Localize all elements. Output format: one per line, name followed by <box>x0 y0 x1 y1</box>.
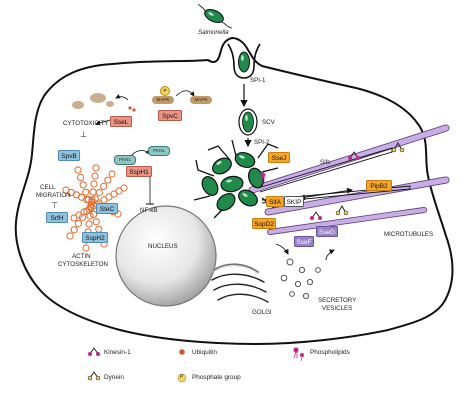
host-pkn1-b: PKN1 <box>148 146 170 156</box>
host-mapk-left: MAPK <box>152 96 174 104</box>
kinesin-motor-1 <box>348 151 360 160</box>
phospholipid-marker <box>260 172 266 184</box>
label-actin-1: ACTIN <box>72 253 91 260</box>
label-secretory: SECRETORY <box>318 297 357 304</box>
actin-bead <box>83 207 91 215</box>
effector-ssph1: SspH1 <box>126 166 152 177</box>
actin-bead <box>70 226 78 234</box>
legend-phosphate-symbol: P <box>180 374 184 380</box>
golgi-apparatus <box>211 263 269 303</box>
legend-kinesin-label: Kinesin-1 <box>104 349 131 356</box>
phosphate-on-mapk: P <box>160 86 170 96</box>
dynein-motor-2 <box>335 205 349 216</box>
legend-phospholipids-label: Phospholipids <box>310 349 350 356</box>
vesicle-trafficking-arrows <box>275 243 335 261</box>
actin-bead <box>90 180 98 188</box>
actin-bead <box>92 164 100 172</box>
label-salmonella: Salmonella <box>198 29 229 36</box>
label-nfkb: NF-κB <box>140 207 158 214</box>
effector-ssel: SseL <box>110 116 132 127</box>
actin-bead <box>90 210 98 218</box>
legend-kinesin-icon <box>88 347 100 356</box>
legend-ubiquitin-icon <box>179 349 185 355</box>
actin-bead <box>79 181 87 189</box>
effector-spvb: SpvB <box>58 150 80 161</box>
effector-stec: SteC <box>96 203 118 214</box>
scv-bacteria-cluster <box>201 151 265 211</box>
effector-pipb2: PipB2 <box>366 180 392 191</box>
symbol-inhibit-cytotoxicity: ⊥ <box>80 130 87 139</box>
effector-sifa: SifA <box>266 196 284 207</box>
label-nucleus: NUCLEUS <box>148 243 178 250</box>
dynein-motor-1 <box>391 142 405 153</box>
legend-dynein-icon <box>87 371 101 381</box>
arrow-ssel-to-cytotoxicity <box>95 119 111 126</box>
arrow-bidirectional-sifs <box>299 187 353 201</box>
salmonella-bacterium-outside <box>197 3 233 29</box>
effector-ssef: SseF <box>294 236 314 247</box>
legend-phospholipid-icon <box>293 347 304 362</box>
actin-bead <box>120 184 128 192</box>
scv-bacterium <box>238 108 258 136</box>
label-vesicles: VESICLES <box>322 305 353 312</box>
label-spi2: SPI-2 <box>254 139 270 146</box>
label-spi1: SPI-1 <box>250 77 266 84</box>
actin-bead <box>92 218 100 226</box>
kinesin-motor-2 <box>310 211 322 220</box>
effector-spvc: SpvC <box>158 110 182 121</box>
symbol-inhibit-cell-migration: ⊤ <box>51 201 58 210</box>
label-golgi: GOLGI <box>252 309 272 316</box>
ubiquitin-marks <box>128 106 136 112</box>
host-skip: SKIP <box>284 196 304 207</box>
label-sifs: Sifs <box>320 159 331 166</box>
actin-bead <box>91 172 99 180</box>
secretory-vesicles <box>280 258 321 300</box>
effector-ssej: SseJ <box>268 152 290 163</box>
actin-bead <box>74 166 82 174</box>
actin-bead <box>108 170 116 178</box>
actin-bead <box>86 212 94 220</box>
label-microtubules: MICROTUBULES <box>384 231 434 238</box>
actin-bead <box>95 189 104 197</box>
effector-sseg: SseG <box>316 226 338 237</box>
actin-bead <box>82 244 90 252</box>
label-cell-migration-1: CELL <box>40 184 56 191</box>
actin-bead <box>82 188 90 196</box>
actin-bead <box>74 220 83 228</box>
label-actin-2: CYTOSKELETON <box>58 261 108 268</box>
actin-bead <box>85 220 93 228</box>
invasion-pocket <box>227 43 261 79</box>
actin-bead <box>77 173 85 181</box>
legend-ubiquitin-label: Ubiquitin <box>192 349 217 356</box>
effector-sopd2: SopD2 <box>252 218 276 229</box>
host-pkn1-a: PKN1 <box>114 155 136 165</box>
actin-bead <box>104 176 112 184</box>
legend-phosphate-label: Phosphate group <box>192 374 241 381</box>
actin-bead <box>114 210 122 218</box>
effector-ssph2: SspH2 <box>82 232 108 243</box>
actin-bead <box>100 182 108 190</box>
effector-srfh: SrfH <box>46 212 68 223</box>
actin-bead <box>79 213 87 221</box>
host-mapk-right: MAPK <box>190 96 212 104</box>
nucleus <box>115 205 217 307</box>
arrow-mapk-phosphorylation <box>175 90 195 97</box>
label-cell-migration-2: MIGRATION <box>36 192 71 199</box>
arrow-ssel-to-debris <box>115 94 129 101</box>
actin-bead <box>66 232 74 240</box>
label-cytotoxicity: CYTOTOXICITY <box>63 120 109 127</box>
cell-debris <box>72 93 114 109</box>
legend-dynein-label: Dynein <box>104 374 124 381</box>
label-scv: SCV <box>262 119 275 126</box>
legend-phosphate-icon <box>177 373 187 383</box>
